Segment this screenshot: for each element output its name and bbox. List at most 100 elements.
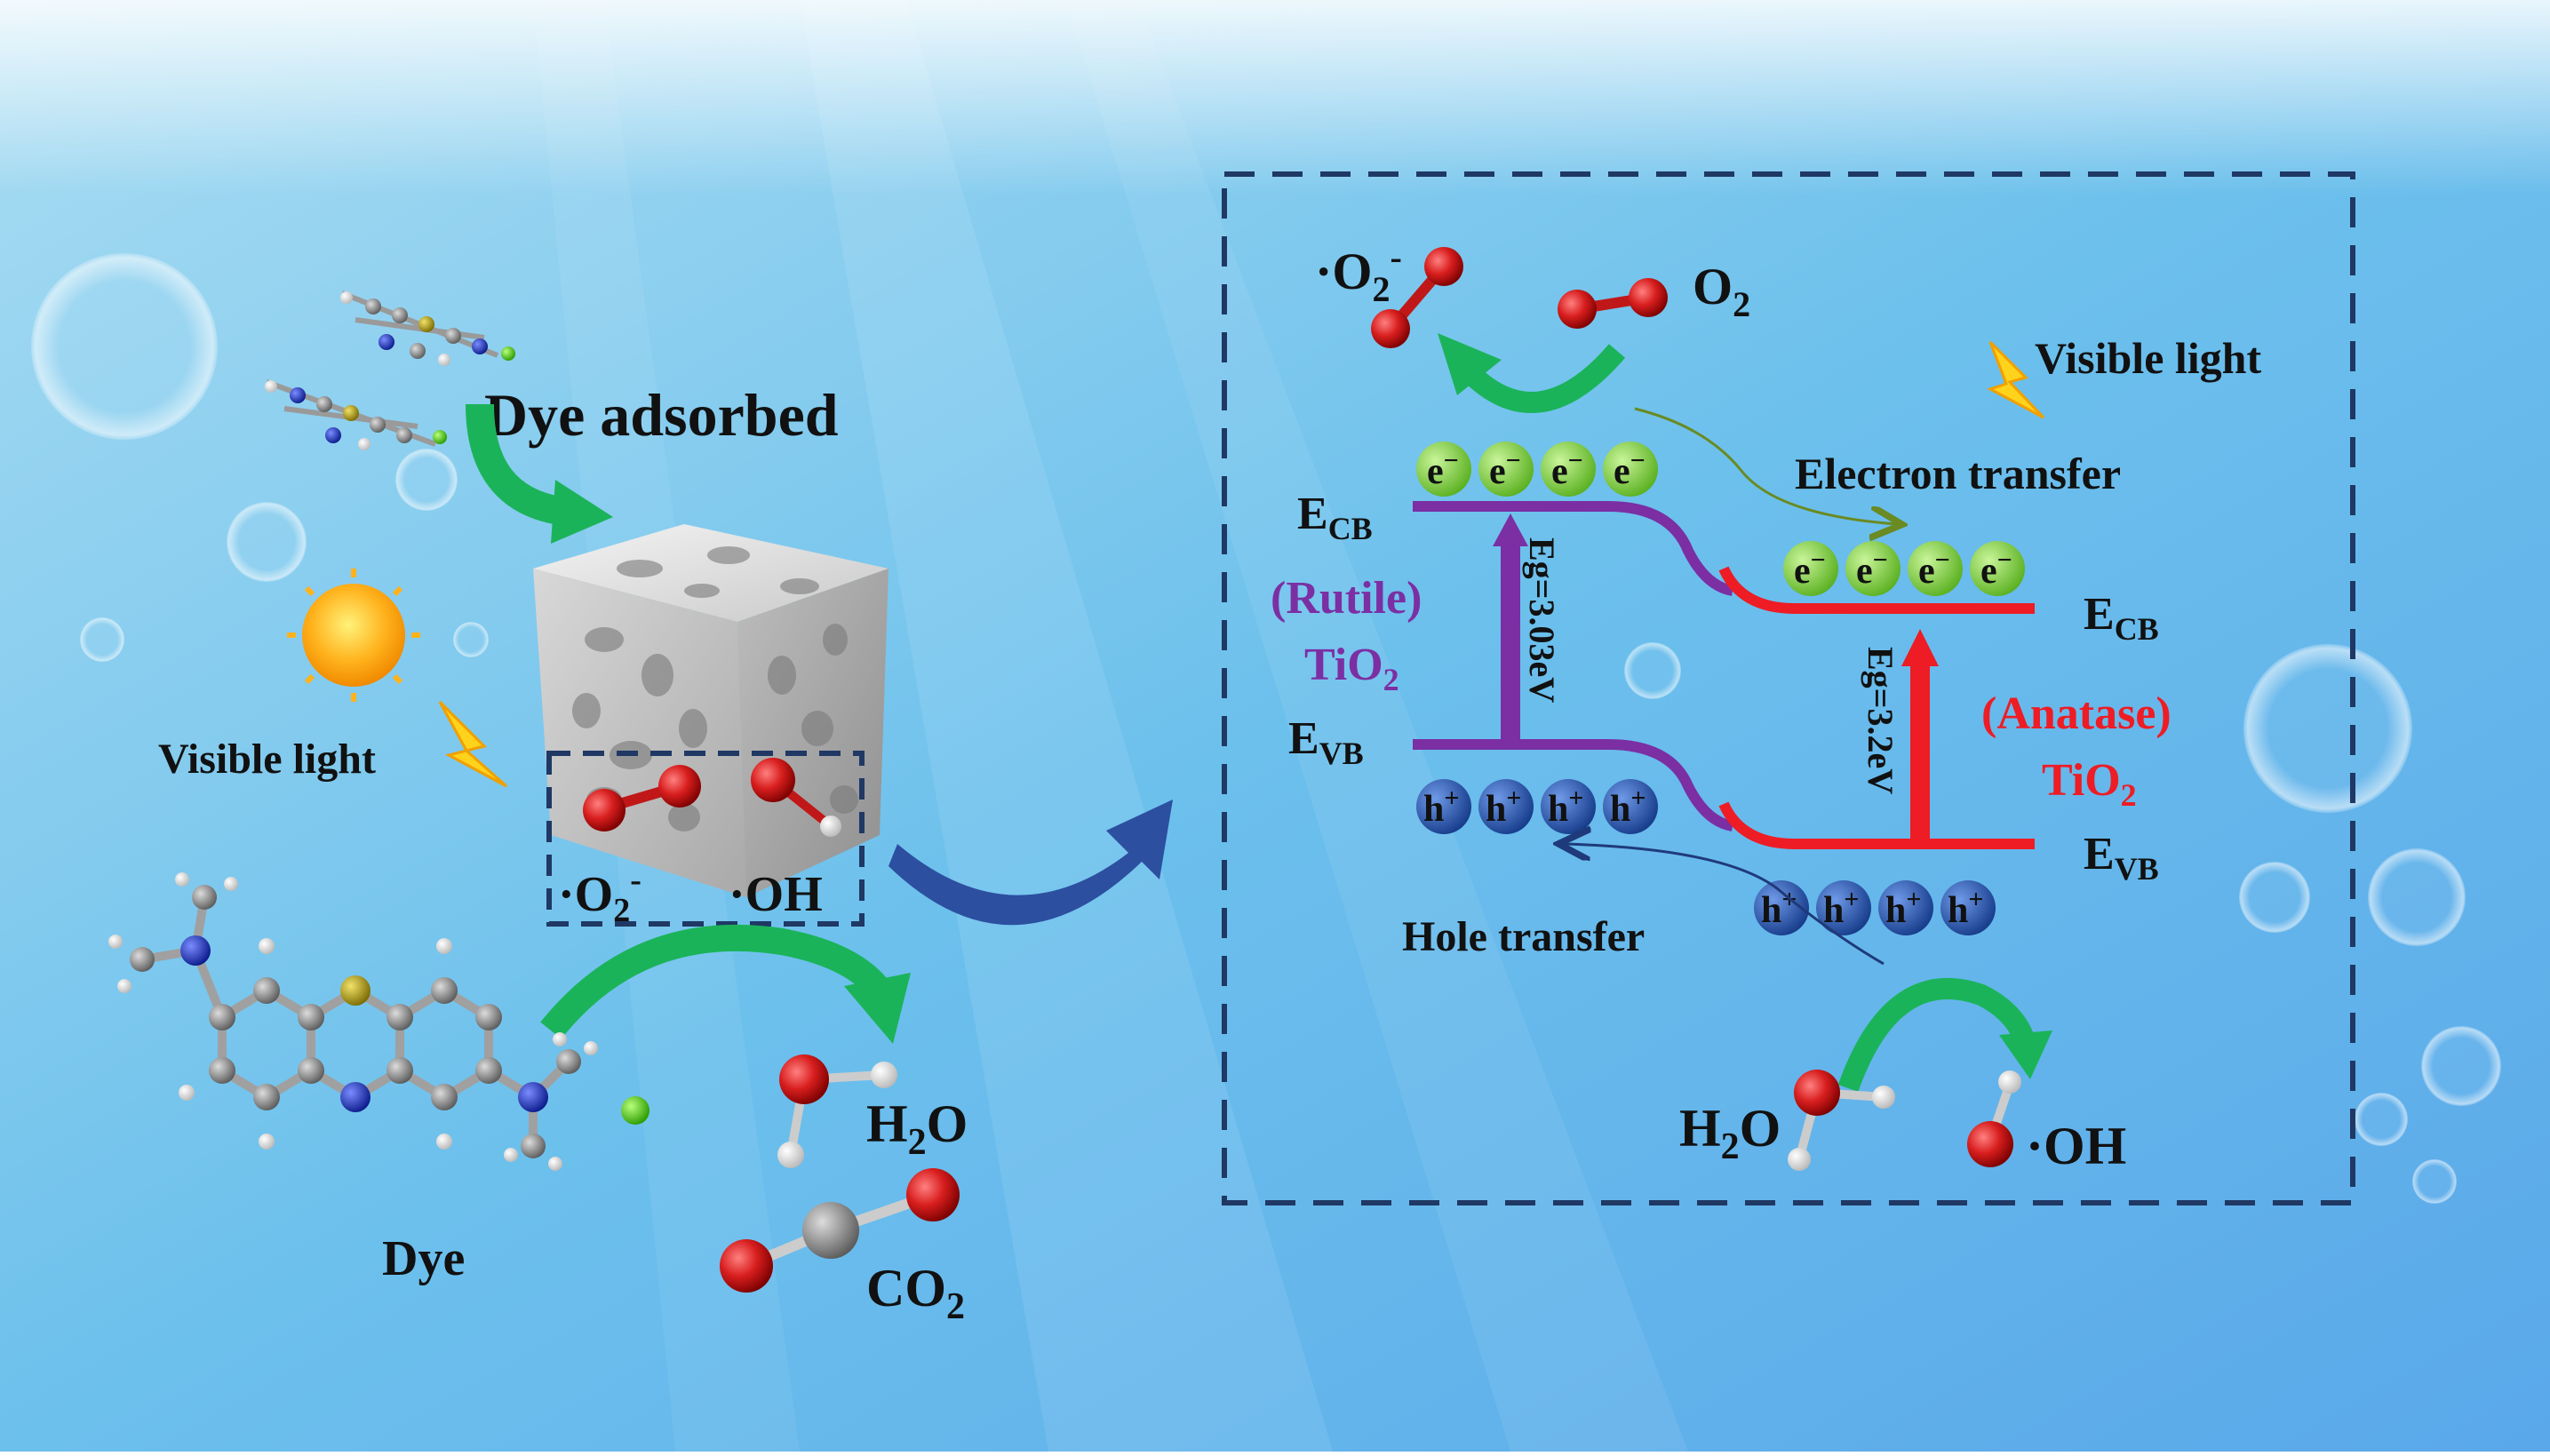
visible-light-label-right: Visible light: [2035, 333, 2261, 383]
bubble-icon: [2412, 1159, 2457, 1204]
electron-label: e−: [1980, 545, 2012, 592]
electron-transfer-arrow: [1634, 407, 1897, 524]
anatase-excitation-arrow: [1910, 662, 1930, 839]
hydroxyl-label-right: ·OH: [2026, 1117, 2126, 1175]
reduction-arrow: [1458, 344, 1626, 413]
rutile-tio2-label: TiO2: [1304, 640, 1399, 697]
dye-molecule-small-2: [265, 379, 437, 450]
visible-light-label-left: Visible light: [158, 736, 376, 783]
electron-label: e−: [1856, 545, 1888, 592]
electron-icon: [1908, 541, 1963, 596]
rutile-bandgap-label: Eg=3.03eV: [1522, 537, 1562, 703]
rutile-excitation-arrowhead: [1493, 513, 1528, 546]
hole-label: h+: [1948, 885, 1983, 931]
hole-icon: [1940, 880, 1996, 935]
electron-icon: [1970, 541, 2025, 596]
superoxide-label-left: ·O2-: [558, 862, 641, 929]
co2-label: CO2: [866, 1259, 965, 1327]
rutile-holes: h+ h+ h+ h+: [1416, 779, 1658, 834]
bubble-icon: [80, 617, 124, 662]
electron-label: e−: [1427, 446, 1459, 492]
superoxide-label-right: ·O2-: [1315, 237, 1402, 309]
hole-transfer-arrow: [1564, 844, 1885, 966]
o2-molecule-icon: [583, 765, 701, 831]
rutile-conduction-band: [1413, 501, 1734, 596]
hole-icon: [1816, 880, 1871, 935]
zoom-arrow: [889, 800, 1173, 926]
electron-label: e−: [1614, 446, 1646, 492]
electron-icon: [1478, 442, 1534, 497]
degradation-arrow: [540, 924, 890, 1039]
bubbles: [31, 253, 2501, 1204]
anatase-holes: h+ h+ h+ h+: [1754, 880, 1996, 935]
bubble-icon: [2239, 862, 2310, 933]
rutile-phase-label: (Rutile): [1271, 573, 1422, 624]
electron-label: e−: [1489, 446, 1521, 492]
rutile-ecb-label: ECB: [1297, 489, 1373, 546]
bubble-icon: [2355, 1093, 2408, 1146]
superoxide-molecule-icon: [1371, 247, 1463, 348]
hole-label: h+: [1548, 784, 1583, 830]
dye-label: Dye: [382, 1231, 465, 1286]
hole-icon: [1878, 880, 1933, 935]
hole-icon: [1478, 779, 1534, 834]
dye-molecule-small-1: [340, 290, 499, 366]
h2o-label-left: H2O: [866, 1094, 968, 1163]
hole-icon: [1754, 880, 1809, 935]
anatase-electrons: e− e− e− e−: [1783, 541, 2025, 596]
chloride-ion-icon: [433, 430, 447, 444]
bubble-icon: [2243, 644, 2412, 813]
anatase-tio2-label: TiO2: [2042, 755, 2137, 813]
bubble-icon: [2368, 848, 2466, 946]
reduction-arrowhead: [1438, 333, 1502, 395]
electron-icon: [1416, 442, 1471, 497]
anatase-ecb-label: ECB: [2084, 589, 2159, 647]
degradation-arrowhead: [844, 973, 911, 1044]
chloride-ion-icon: [621, 1096, 649, 1125]
oxidation-arrowhead: [1999, 1030, 2052, 1079]
lightning-icon: [1987, 340, 2045, 419]
hydroxyl-molecule-icon-right: [1967, 1070, 2021, 1167]
bubble-icon: [2421, 1026, 2501, 1106]
hole-transfer-label: Hole transfer: [1402, 913, 1645, 960]
rutile-excitation-arrow: [1501, 542, 1520, 742]
dye-molecule-large: [108, 872, 598, 1171]
oxygen-molecule-icon: [1558, 278, 1668, 329]
anatase-valence-band: [1718, 801, 2035, 849]
hole-icon: [1416, 779, 1471, 834]
oh-molecule-icon: [751, 758, 841, 837]
co2-molecule-icon: [720, 1168, 960, 1293]
oxidation-arrow: [1837, 978, 2036, 1093]
rutile-evb-label: EVB: [1288, 713, 1364, 771]
bubble-icon: [395, 449, 458, 511]
electron-label: e−: [1551, 446, 1583, 492]
o2-label: O2: [1693, 258, 1750, 324]
anatase-phase-label: (Anatase): [1981, 688, 2171, 739]
bubble-icon: [227, 502, 307, 582]
surface-glow: [0, 0, 2550, 195]
bubble-icon: [1624, 642, 1681, 699]
electron-icon: [1845, 541, 1901, 596]
hole-label: h+: [1885, 885, 1921, 931]
sun-icon: [287, 569, 420, 702]
bubble-icon: [31, 253, 218, 440]
electron-icon: [1603, 442, 1658, 497]
adsorption-arrow: [466, 403, 563, 525]
mechanism-frame: [1222, 171, 2355, 1205]
anatase-excitation-arrowhead: [1901, 629, 1939, 666]
anatase-evb-label: EVB: [2084, 829, 2159, 887]
hydroxyl-label-left: ·OH: [729, 867, 823, 922]
hole-label: h+: [1610, 784, 1646, 830]
h2o-label-right: H2O: [1679, 1099, 1781, 1167]
anatase-bandgap-label: Eg=3.2eV: [1861, 647, 1901, 794]
hole-icon: [1541, 779, 1596, 834]
reactive-species-box: [546, 751, 865, 927]
electron-label: e−: [1918, 545, 1950, 592]
hole-label: h+: [1823, 885, 1859, 931]
electron-transfer-label: Electron transfer: [1795, 449, 2121, 498]
bubble-icon: [453, 622, 489, 657]
h2o-molecule-icon-right: [1788, 1070, 1895, 1171]
